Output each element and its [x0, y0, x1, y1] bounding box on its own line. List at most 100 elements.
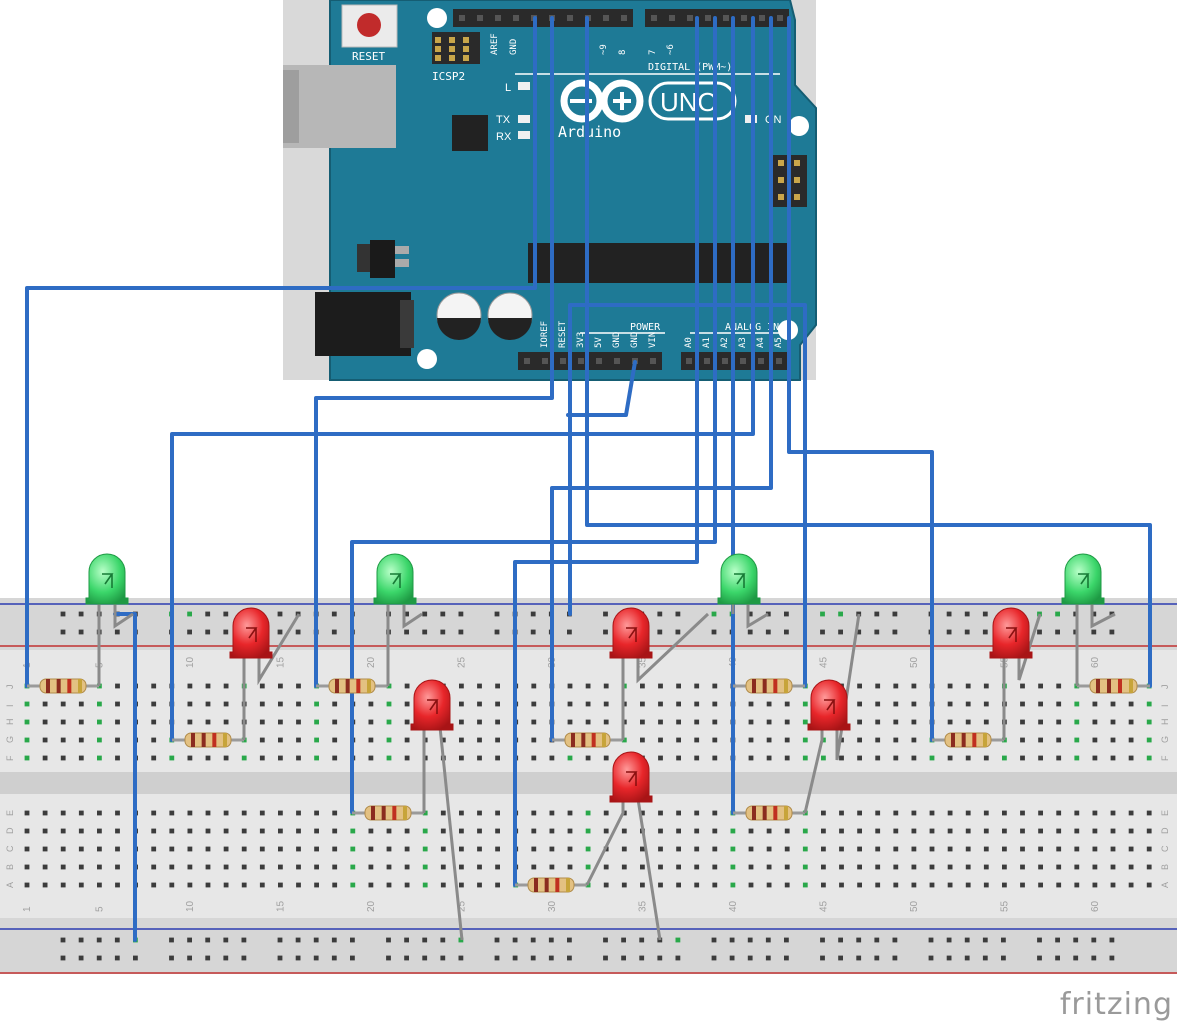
- breadboard-hole[interactable]: [947, 864, 953, 870]
- breadboard-hole[interactable]: [857, 828, 862, 834]
- breadboard-hole[interactable]: [332, 810, 338, 816]
- rail-hole[interactable]: [982, 955, 988, 961]
- breadboard-hole[interactable]: [821, 864, 826, 870]
- breadboard-hole[interactable]: [694, 755, 700, 761]
- rail-hole[interactable]: [458, 955, 464, 961]
- rail-hole[interactable]: [331, 955, 337, 961]
- rail-hole[interactable]: [657, 955, 663, 961]
- breadboard-hole[interactable]: [459, 683, 464, 689]
- rail-hole[interactable]: [747, 611, 753, 617]
- breadboard-hole[interactable]: [911, 719, 917, 725]
- rail-hole[interactable]: [350, 937, 355, 943]
- breadboard-hole[interactable]: [1146, 864, 1152, 870]
- breadboard-hole[interactable]: [1110, 810, 1116, 816]
- rail-hole[interactable]: [1055, 937, 1060, 943]
- breadboard-hole[interactable]: [151, 755, 157, 761]
- rail-hole[interactable]: [946, 611, 952, 617]
- breadboard-hole[interactable]: [893, 882, 899, 888]
- rail-hole[interactable]: [567, 955, 572, 961]
- breadboard-hole[interactable]: [567, 683, 573, 689]
- breadboard-hole[interactable]: [893, 810, 899, 816]
- rail-hole[interactable]: [1001, 937, 1006, 943]
- breadboard-hole[interactable]: [965, 882, 971, 888]
- breadboard-hole[interactable]: [151, 864, 157, 870]
- breadboard-hole[interactable]: [893, 683, 899, 689]
- rail-hole[interactable]: [386, 937, 391, 943]
- breadboard-hole[interactable]: [332, 737, 338, 743]
- rail-hole[interactable]: [639, 937, 645, 943]
- breadboard-hole[interactable]: [350, 882, 356, 888]
- rail-hole[interactable]: [874, 629, 880, 635]
- breadboard-hole[interactable]: [477, 882, 482, 888]
- rail-hole[interactable]: [78, 955, 84, 961]
- breadboard-hole[interactable]: [766, 846, 772, 852]
- breadboard-hole[interactable]: [567, 828, 573, 834]
- rail-hole[interactable]: [187, 937, 192, 943]
- breadboard-hole[interactable]: [223, 864, 229, 870]
- breadboard-hole[interactable]: [422, 864, 428, 870]
- breadboard-hole[interactable]: [748, 846, 754, 852]
- breadboard-hole[interactable]: [603, 755, 609, 761]
- breadboard-hole[interactable]: [151, 719, 157, 725]
- breadboard-hole[interactable]: [784, 755, 790, 761]
- breadboard-hole[interactable]: [839, 828, 844, 834]
- breadboard-hole[interactable]: [495, 701, 500, 707]
- breadboard-hole[interactable]: [241, 864, 247, 870]
- breadboard-hole[interactable]: [712, 810, 718, 816]
- breadboard-hole[interactable]: [766, 864, 772, 870]
- breadboard-hole[interactable]: [694, 737, 700, 743]
- breadboard-hole[interactable]: [259, 828, 265, 834]
- breadboard-hole[interactable]: [1128, 864, 1134, 870]
- rail-hole[interactable]: [603, 955, 608, 961]
- resistor[interactable]: [733, 805, 805, 821]
- rail-hole[interactable]: [350, 955, 355, 961]
- breadboard-hole[interactable]: [368, 828, 374, 834]
- breadboard-hole[interactable]: [730, 828, 736, 834]
- breadboard-hole[interactable]: [549, 755, 555, 761]
- breadboard-hole[interactable]: [857, 846, 862, 852]
- breadboard-hole[interactable]: [24, 864, 30, 870]
- breadboard-hole[interactable]: [802, 701, 808, 707]
- breadboard-hole[interactable]: [477, 810, 482, 816]
- breadboard-hole[interactable]: [223, 810, 229, 816]
- breadboard-hole[interactable]: [1092, 828, 1098, 834]
- breadboard-hole[interactable]: [205, 864, 211, 870]
- breadboard-hole[interactable]: [205, 701, 211, 707]
- breadboard-hole[interactable]: [875, 810, 881, 816]
- rail-hole[interactable]: [1109, 955, 1115, 961]
- rail-hole[interactable]: [711, 629, 717, 635]
- breadboard-hole[interactable]: [60, 828, 66, 834]
- breadboard-hole[interactable]: [241, 882, 247, 888]
- breadboard-hole[interactable]: [1128, 828, 1134, 834]
- breadboard-hole[interactable]: [603, 701, 609, 707]
- breadboard-hole[interactable]: [314, 882, 319, 888]
- rail-hole[interactable]: [946, 937, 952, 943]
- rail-hole[interactable]: [530, 937, 536, 943]
- breadboard-hole[interactable]: [1146, 810, 1152, 816]
- breadboard-hole[interactable]: [821, 882, 826, 888]
- breadboard-hole[interactable]: [911, 864, 917, 870]
- breadboard-hole[interactable]: [694, 864, 700, 870]
- rail-hole[interactable]: [422, 629, 428, 635]
- rail-hole[interactable]: [820, 611, 825, 617]
- rail-hole[interactable]: [657, 611, 663, 617]
- breadboard-hole[interactable]: [278, 737, 283, 743]
- breadboard-hole[interactable]: [712, 755, 718, 761]
- breadboard-hole[interactable]: [1020, 701, 1025, 707]
- rail-hole[interactable]: [331, 937, 337, 943]
- breadboard-hole[interactable]: [766, 828, 772, 834]
- breadboard-hole[interactable]: [1038, 846, 1043, 852]
- rail-hole[interactable]: [874, 611, 880, 617]
- breadboard-hole[interactable]: [332, 882, 338, 888]
- breadboard-hole[interactable]: [495, 810, 500, 816]
- breadboard-hole[interactable]: [1092, 755, 1098, 761]
- breadboard-hole[interactable]: [531, 810, 537, 816]
- rail-hole[interactable]: [440, 955, 446, 961]
- rail-hole[interactable]: [60, 937, 66, 943]
- breadboard-hole[interactable]: [1146, 701, 1152, 707]
- rail-hole[interactable]: [205, 955, 211, 961]
- breadboard-hole[interactable]: [78, 882, 84, 888]
- breadboard-hole[interactable]: [151, 701, 157, 707]
- breadboard-hole[interactable]: [115, 810, 120, 816]
- red-led[interactable]: [803, 613, 861, 814]
